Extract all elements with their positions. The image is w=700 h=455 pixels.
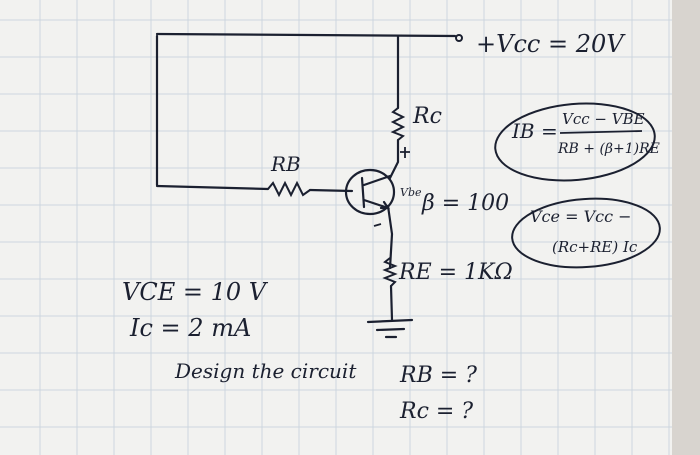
ib-fraction-bar [559,130,643,134]
re-label: RE = 1KΩ [398,260,513,285]
ib-formula-denominator: RB + (β+1)RE [557,141,660,157]
vbe-small-label: Vbe [400,186,422,199]
rc-label: Rc [412,104,442,129]
collector-plus-mark [400,147,410,158]
emitter-minus-mark [373,223,382,227]
rc-resistor-symbol [390,107,406,141]
rb-label: RB [270,152,301,176]
vcc-terminal [455,34,463,42]
page-edge-shadow [672,0,700,455]
re-resistor-symbol [382,257,398,287]
vce-formula-circle [511,197,661,269]
unknown-rb: RB = ? [399,363,477,388]
ground-symbol [366,318,414,339]
vce-formula-line2: (Rc+RE) Ic [552,238,638,256]
circuit-wires [155,32,457,322]
beta-label: β = 100 [421,191,509,216]
vce-formula-line1: Vce = Vcc − [530,207,632,226]
unknown-rc: Rc = ? [399,399,473,424]
task-text: Design the circuit [174,359,357,383]
rb-resistor-symbol [267,180,311,198]
npn-transistor-symbol [344,168,396,216]
given-vce: VCE = 10 V [122,278,269,306]
given-ic: Ic = 2 mA [129,314,251,342]
vcc-label: +Vcc = 20V [476,30,626,58]
ib-formula-numerator: Vcc − VBE [562,110,645,128]
ib-formula-lhs: IB = [511,119,558,143]
ib-formula-circle [494,102,656,182]
